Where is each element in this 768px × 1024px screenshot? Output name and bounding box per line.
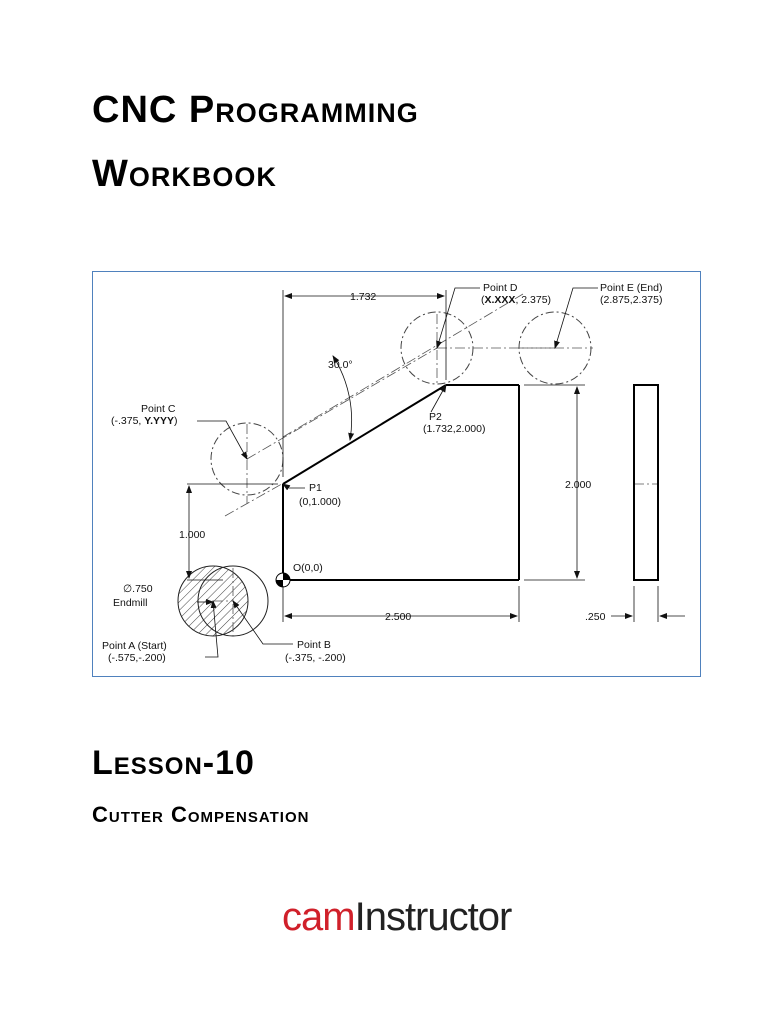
caminstructor-logo: camInstructor: [282, 895, 513, 940]
logo-part-cam: cam: [282, 895, 356, 939]
point-d-label: Point D: [483, 282, 518, 294]
dim-1000-label: 1.000: [179, 529, 205, 541]
part-profile: [282, 384, 520, 581]
point-d-coord: (X.XXX, 2.375): [481, 294, 551, 306]
logo-part-instructor: Instructor: [354, 895, 513, 939]
point-c-label: Point C: [141, 403, 176, 415]
origin-symbol: [275, 572, 291, 588]
point-e-coord: (2.875,2.375): [600, 294, 662, 306]
point-a-coord: (-.575,-.200): [108, 652, 166, 664]
point-b-label: Point B: [297, 639, 331, 651]
cutter-path-diagram: 1.732 30.0° 2.000 1.000 2.500 .250 Point…: [92, 271, 701, 677]
point-c-x: (-.375,: [111, 415, 144, 427]
point-a-label: Point A (Start): [102, 640, 167, 652]
document-title: CNC Programming Workbook: [92, 78, 419, 206]
dim-2500-label: 2.500: [385, 611, 411, 623]
side-view-profile: [633, 384, 659, 581]
diagram-canvas: 1.732 30.0° 2.000 1.000 2.500 .250 Point…: [102, 282, 685, 664]
origin-label: O(0,0): [293, 562, 323, 574]
dim-thickness-label: .250: [585, 611, 606, 623]
title-line-1: CNC Programming: [92, 89, 419, 131]
leader-lines: [197, 287, 598, 658]
point-c-y-placeholder: Y.YYY: [144, 415, 174, 427]
lesson-title: Lesson-10: [92, 744, 255, 782]
point-c-close: ): [174, 415, 178, 427]
dim-2000-label: 2.000: [565, 479, 591, 491]
point-b-coord: (-.375, -.200): [285, 652, 346, 664]
p1-label: P1: [309, 482, 322, 494]
p2-coord: (1.732,2.000): [423, 423, 485, 435]
point-c-coord: (-.375, Y.YYY): [111, 415, 178, 427]
angle-label: 30.0°: [328, 359, 353, 371]
p1-coord: (0,1.000): [299, 496, 341, 508]
title-line-2: Workbook: [92, 153, 277, 195]
point-d-x-placeholder: X.XXX: [485, 294, 516, 306]
endmill-label: Endmill: [113, 597, 147, 609]
dim-1732-label: 1.732: [350, 291, 376, 303]
endmill-size-label: ∅.750: [123, 583, 153, 595]
point-e-label: Point E (End): [600, 282, 662, 294]
point-d-y: , 2.375): [515, 294, 551, 306]
lesson-subtitle: Cutter Compensation: [92, 802, 310, 827]
p2-label: P2: [429, 411, 442, 423]
dimension-lines: [186, 290, 685, 622]
